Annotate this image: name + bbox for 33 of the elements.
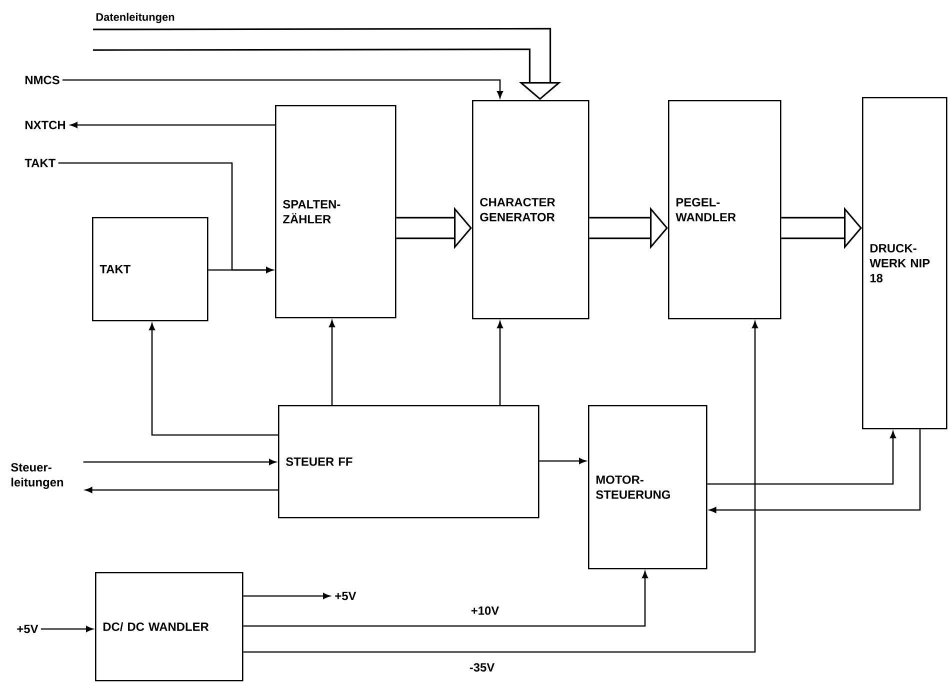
arrow: [707, 431, 896, 485]
bus-arrow: [93, 28, 562, 100]
block-box: TAKT: [92, 217, 208, 322]
edge-label: -35V: [468, 662, 496, 674]
arrow: [243, 321, 758, 653]
signal-label: Datenleitungen: [96, 12, 174, 24]
signal-label: TAKT: [24, 158, 56, 168]
arrow: [497, 321, 503, 405]
arrow: [40, 626, 94, 632]
arrow: [539, 458, 586, 464]
arrow: [243, 593, 330, 599]
block-box: CHARACTER GENERATOR: [472, 100, 590, 320]
arrow: [70, 122, 275, 128]
arrow: [85, 487, 278, 493]
edge-label: +10V: [469, 604, 501, 616]
block-box: SPALTEN- ZÄHLER: [275, 105, 396, 318]
arrow: [62, 79, 503, 98]
arrow: [149, 323, 278, 436]
arrow: [83, 459, 276, 465]
signal-label: Steuer- leitungen: [11, 463, 64, 489]
arrow: [243, 571, 648, 627]
voltage-label: +5V: [335, 592, 356, 600]
signal-label: NMCS: [25, 76, 60, 84]
arrow: [208, 267, 274, 273]
block-box: DRUCK- WERK NIP 18: [862, 97, 948, 430]
block-box: MOTOR- STEUERUNG: [588, 405, 708, 570]
arrow: [329, 320, 335, 405]
signal-label: NXTCH: [25, 120, 66, 130]
block-box: PEGEL- WANDLER: [668, 100, 782, 320]
voltage-label: +5V: [17, 624, 38, 634]
block-box: STEUER FF: [278, 405, 540, 518]
arrow: [709, 429, 921, 513]
block-box: DC/ DC WANDLER: [95, 572, 244, 682]
